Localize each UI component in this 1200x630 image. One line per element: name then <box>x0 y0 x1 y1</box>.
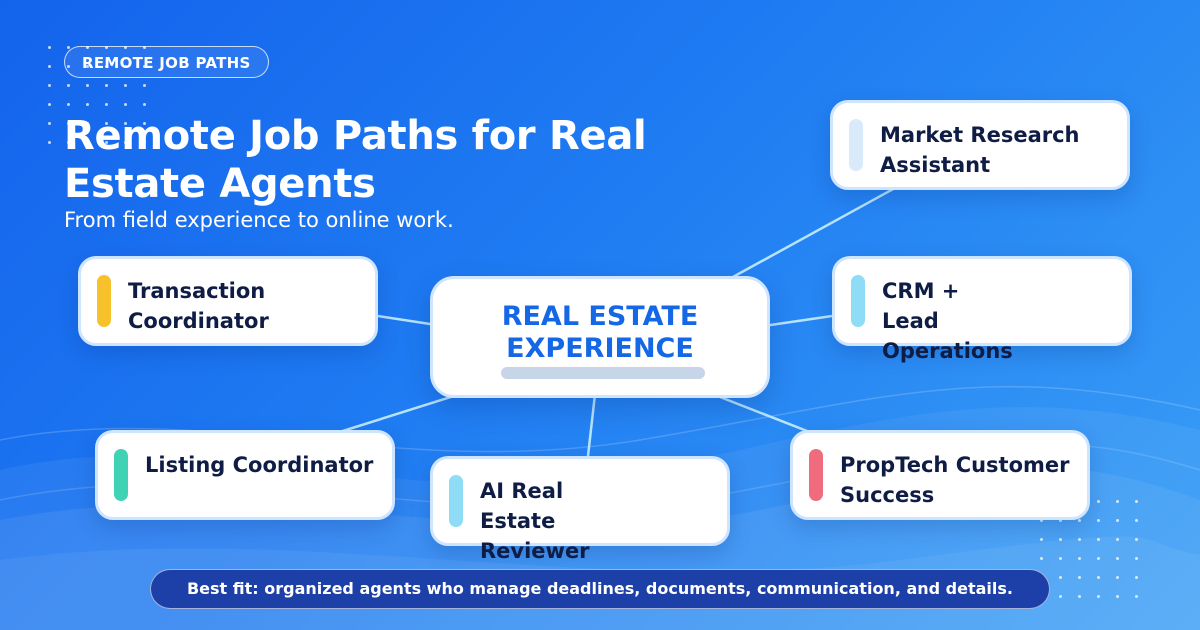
card-label: CRM + Lead Operations <box>882 279 1013 363</box>
decorative-dot <box>1059 595 1062 598</box>
card-accent-bar <box>849 119 863 171</box>
decorative-dot <box>48 84 51 87</box>
card-transaction-coordinator: Transaction Coordinator <box>78 256 378 346</box>
decorative-dot <box>1078 595 1081 598</box>
decorative-dot <box>1116 500 1119 503</box>
decorative-dot <box>1097 538 1100 541</box>
card-accent-bar <box>114 449 128 501</box>
decorative-dot <box>86 141 89 144</box>
decorative-dot <box>124 103 127 106</box>
decorative-dot <box>105 46 108 49</box>
decorative-dot <box>48 141 51 144</box>
decorative-dot <box>143 122 146 125</box>
page-subtitle: From field experience to online work. <box>64 208 454 232</box>
decorative-dot <box>1059 576 1062 579</box>
decorative-dot <box>1097 500 1100 503</box>
card-accent-bar <box>809 449 823 501</box>
decorative-dot <box>1116 595 1119 598</box>
card-label: PropTech Customer Success <box>840 453 1070 507</box>
center-node: REAL ESTATE EXPERIENCE <box>430 276 770 398</box>
decorative-dot <box>1116 576 1119 579</box>
decorative-dot <box>67 103 70 106</box>
decorative-dot <box>1135 557 1138 560</box>
decorative-dot <box>67 122 70 125</box>
decorative-dot <box>1040 538 1043 541</box>
decorative-dot <box>143 103 146 106</box>
decorative-dot <box>86 122 89 125</box>
decorative-dot <box>105 122 108 125</box>
decorative-dot <box>143 65 146 68</box>
card-label: Transaction Coordinator <box>128 279 269 333</box>
decorative-dot <box>1097 519 1100 522</box>
decorative-dot <box>1135 576 1138 579</box>
decorative-dot <box>48 122 51 125</box>
card-label: Market Research Assistant <box>880 123 1080 177</box>
decorative-dot <box>1040 519 1043 522</box>
decorative-dot <box>86 65 89 68</box>
decorative-dot <box>124 65 127 68</box>
decorative-dot <box>1059 519 1062 522</box>
decorative-dot <box>1116 519 1119 522</box>
decorative-dot <box>124 122 127 125</box>
decorative-dot <box>1059 557 1062 560</box>
card-label: AI Real Estate Reviewer <box>480 479 590 563</box>
decorative-dot <box>67 84 70 87</box>
decorative-dot <box>67 141 70 144</box>
decorative-dot <box>1078 576 1081 579</box>
card-accent-bar <box>851 275 865 327</box>
card-accent-bar <box>449 475 463 527</box>
decorative-dot <box>105 103 108 106</box>
center-node-bar <box>501 367 705 379</box>
decorative-dot <box>1116 538 1119 541</box>
card-ai-real-estate-reviewer: AI Real Estate Reviewer <box>430 456 730 563</box>
decorative-dot <box>105 141 108 144</box>
decorative-dot <box>1040 557 1043 560</box>
decorative-dot <box>67 46 70 49</box>
category-tag: REMOTE JOB PATHS <box>64 46 269 78</box>
card-listing-coordinator: Listing Coordinator <box>95 430 395 520</box>
decorative-dot <box>86 46 89 49</box>
decorative-dot <box>124 46 127 49</box>
card-market-research-assistant: Market Research Assistant <box>830 100 1130 190</box>
decorative-dot <box>48 65 51 68</box>
decorative-dot <box>1135 538 1138 541</box>
card-label: Listing Coordinator <box>145 453 374 477</box>
decorative-dot <box>124 141 127 144</box>
decorative-dot <box>1078 557 1081 560</box>
decorative-dot <box>143 46 146 49</box>
decorative-dot <box>1097 576 1100 579</box>
decorative-dot <box>143 141 146 144</box>
decorative-dot <box>105 84 108 87</box>
decorative-dot <box>1116 557 1119 560</box>
decorative-dot <box>1135 595 1138 598</box>
card-proptech-customer-success: PropTech Customer Success <box>790 430 1090 520</box>
decorative-dot <box>1135 500 1138 503</box>
decorative-dot <box>143 84 146 87</box>
decorative-dot <box>1135 519 1138 522</box>
decorative-dot <box>1097 595 1100 598</box>
center-node-label: REAL ESTATE EXPERIENCE <box>501 301 699 364</box>
decorative-dot <box>124 84 127 87</box>
decorative-dot <box>1078 538 1081 541</box>
page-title: Remote Job Paths for Real Estate Agents <box>64 113 647 207</box>
decorative-dot <box>1078 519 1081 522</box>
decorative-dot <box>86 84 89 87</box>
decorative-dot <box>48 46 51 49</box>
decorative-dot <box>48 103 51 106</box>
decorative-dot <box>1059 538 1062 541</box>
card-crm-lead-operations: CRM + Lead Operations <box>832 256 1132 363</box>
decorative-dot <box>86 103 89 106</box>
best-fit-banner: Best fit: organized agents who manage de… <box>150 569 1050 609</box>
decorative-dot <box>105 65 108 68</box>
card-accent-bar <box>97 275 111 327</box>
decorative-dot <box>1097 557 1100 560</box>
